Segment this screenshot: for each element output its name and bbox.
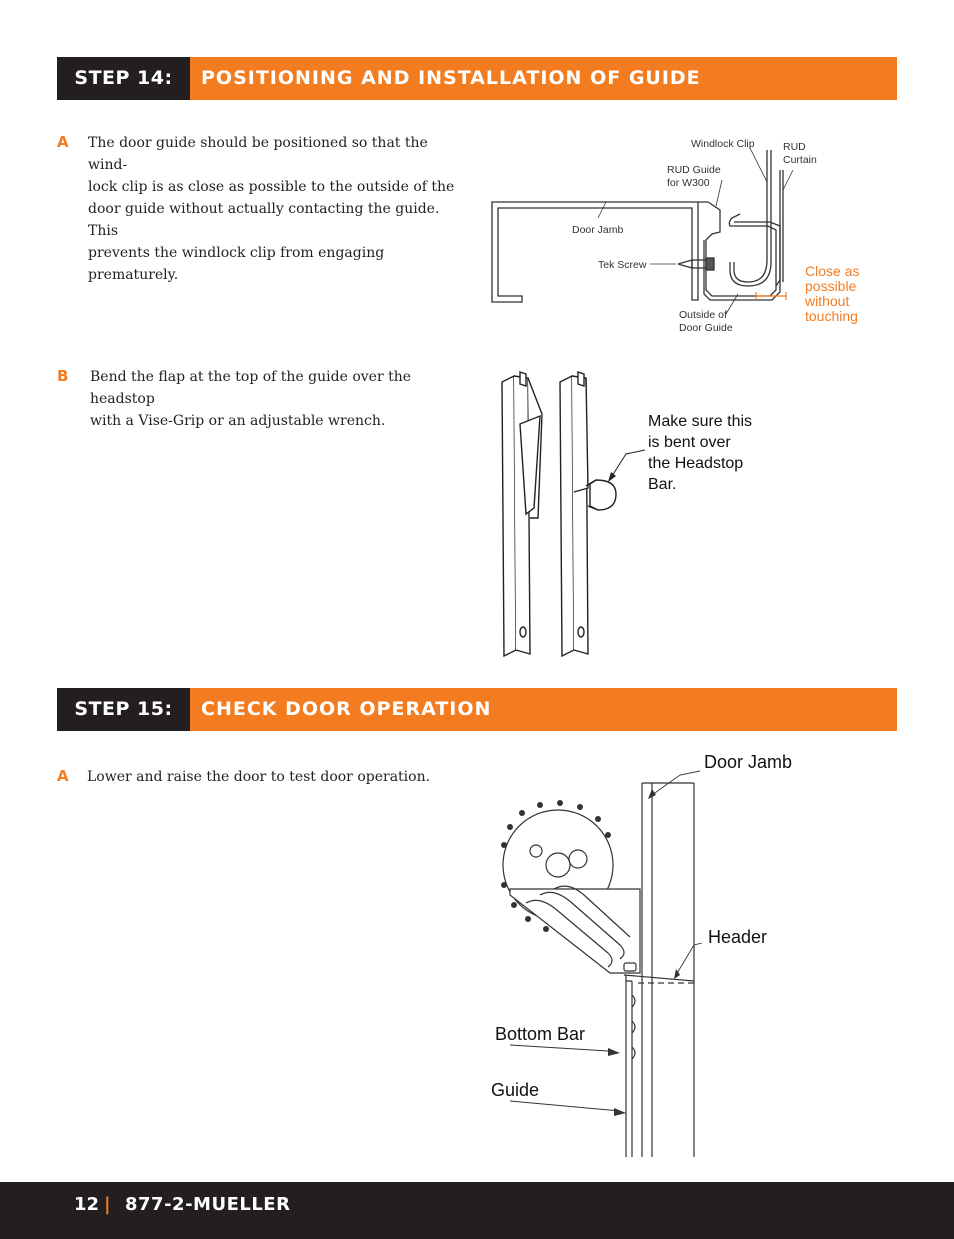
fig1-close-1: Close as [805,263,859,279]
fig1-rud-guide-2: for W300 [667,177,710,189]
step15-label: STEP 15: [57,688,190,731]
step14-header: STEP 14: POSITIONING AND INSTALLATION OF… [57,57,897,100]
step14-a-letter: A [57,133,69,151]
fig1-rud-guide-1: RUD Guide [667,164,721,176]
footer-page-number: 12 [74,1194,100,1215]
step15-a-text: Lower and raise the door to test door op… [87,769,431,785]
step14-a-line-2: lock clip is as close as possible to the… [88,179,455,195]
door-operation-diagram: Door Jamb Header Bottom Bar Guide [491,752,792,1157]
step15-a-letter: A [57,767,69,785]
step14-title: POSITIONING AND INSTALLATION OF GUIDE [201,67,701,89]
fig2-note-1: Make sure this [648,413,752,430]
step15-header: STEP 15: CHECK DOOR OPERATION [57,688,897,731]
fig3-guide: Guide [491,1080,539,1100]
fig1-windlock-clip: Windlock Clip [691,138,755,150]
fig2-note-2: is bent over [648,434,731,451]
fig3-header: Header [708,927,767,947]
footer-separator: | [104,1194,111,1215]
step14-a-line-3: door guide without actually contacting t… [88,201,440,239]
step14-b-text: Bend the flap at the top of the guide ov… [90,366,460,432]
step14-label: STEP 14: [57,57,190,100]
fig2-note-4: Bar. [648,476,676,493]
fig1-close-4: touching [805,308,858,324]
step14-a-text: The door guide should be positioned so t… [88,132,458,286]
footer: 12 | 877-2-MUELLER [0,1182,954,1239]
fig1-outside-1: Outside of [679,309,727,321]
fig1-rud-curtain-1: RUD [783,141,806,153]
fig1-tek-screw: Tek Screw [598,259,647,271]
step14-a-line-1: The door guide should be positioned so t… [88,135,428,173]
fig1-rud-curtain-2: Curtain [783,154,817,166]
fig1-close-3: without [804,293,849,309]
guide-flap-diagram: Make sure this is bent over the Headstop… [501,371,752,658]
step15-title: CHECK DOOR OPERATION [201,698,492,720]
step14-a-line-4: prevents the windlock clip from engaging… [88,245,385,283]
fig1-close-2: possible [805,278,857,294]
fig3-bottom-bar: Bottom Bar [495,1024,585,1044]
step14-b-letter: B [57,367,69,385]
step14-b-line-2: with a Vise-Grip or an adjustable wrench… [90,413,386,429]
fig3-door-jamb: Door Jamb [704,752,792,772]
fig1-outside-2: Door Guide [679,322,733,334]
step14-b-line-1: Bend the flap at the top of the guide ov… [90,369,412,407]
guide-position-diagram: Windlock Clip RUD Curtain RUD Guide for … [491,138,859,334]
footer-phone: 877-2-MUELLER [125,1194,291,1215]
fig1-door-jamb: Door Jamb [572,224,624,236]
fig2-note-3: the Headstop [648,455,743,472]
